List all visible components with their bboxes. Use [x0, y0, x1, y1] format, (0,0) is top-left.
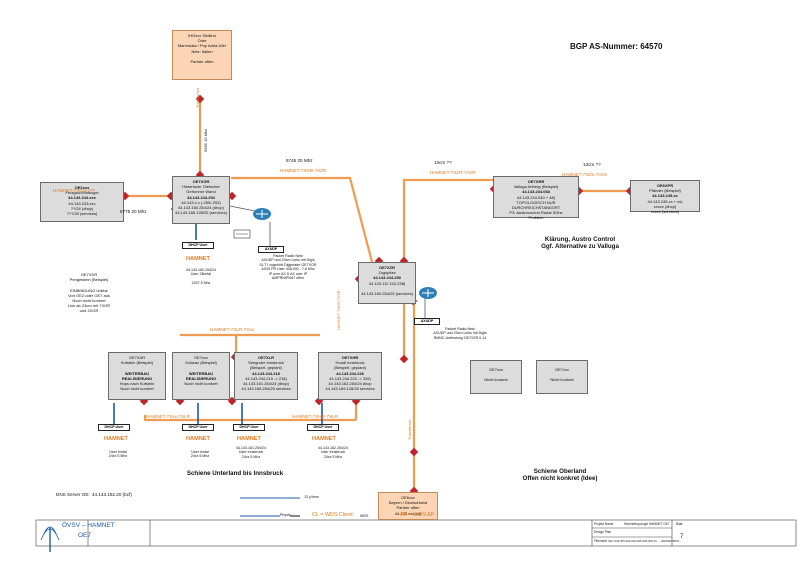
- dhcp-user-hr: DHCP User: [307, 424, 339, 431]
- label-7xgs-277: HAMNET-7XGS-277: [53, 188, 96, 193]
- dhcp-user-xx: DHCP User: [182, 424, 214, 431]
- sheet-label: Blatt: [676, 522, 683, 526]
- hamnet-lr: HAMNET: [237, 436, 261, 442]
- hamnet-hr: HAMNET: [312, 436, 336, 442]
- device-icon: [233, 229, 251, 239]
- legend-wds: WDS: [360, 514, 369, 518]
- axudp-gr: AXUDP: [258, 246, 284, 253]
- file-label: Filename: [594, 539, 608, 543]
- label-7xlr-7xxx: HAMNET-7XLR-7Xxx: [210, 327, 254, 332]
- hamnet-xx: HAMNET: [186, 436, 210, 442]
- label-transfer-top: Transferser: [195, 87, 200, 108]
- legend-ap: AP = WDS AP: [400, 512, 435, 518]
- router-icon: [253, 208, 271, 220]
- dns-ip: 44.143.152.20 (bcf): [92, 492, 132, 497]
- label-13cm-b: 13cm ??: [583, 162, 601, 167]
- page-number: 7: [680, 534, 684, 540]
- label-7xzs-7avs: HAMNET-7XZS-7AVS: [562, 172, 608, 177]
- antenna-logo-icon: [40, 526, 60, 552]
- label-7xxx-7xlr: HAMNET-7Xxx-7XLR: [146, 414, 190, 419]
- legend-phys: Physik: [280, 513, 291, 517]
- project-label: Projekt Name: [594, 522, 614, 526]
- label-7xhr-7xlr: HAMNET-7XHR-7XLR: [292, 414, 338, 419]
- legend-cl: CL = WDS Client: [312, 512, 353, 518]
- org-name: ÖVSV – HAMNET: [62, 522, 115, 529]
- label-7xzr-7avr: HAMNET-7XZR-7AVR: [430, 170, 476, 175]
- label-5665: 5665 10 Mhz: [203, 128, 208, 152]
- page-title: BGP AS-Nummer: 64570: [570, 42, 663, 51]
- link-zr-rr: [402, 178, 493, 262]
- router-icon: [419, 287, 437, 299]
- axudp-zr: AXUDP: [414, 318, 440, 325]
- label-13cm-a: 13cm ??: [434, 160, 452, 165]
- label-5775: 5775 20 Mhz: [120, 209, 147, 214]
- link-gr-zr: [231, 176, 374, 263]
- label-7xlr-7xzr: HAMNET-7XLR-7XZR: [336, 290, 341, 330]
- label-7xgb-7xzr: HAMNET-7XGB-7XZR: [280, 168, 327, 173]
- dns-label: DNS Server OE:: [56, 492, 90, 497]
- link-unterland-bottom: [143, 415, 356, 422]
- dhcp-user-gr: DHCP User: [182, 242, 214, 249]
- org-sub: OE7: [78, 532, 92, 539]
- legend-13: 13 y/Imm: [304, 495, 319, 499]
- design-label: Design Plan: [594, 530, 612, 534]
- file-value: OE7-003-005-003-004-005-006-009-01 ... H…: [608, 539, 682, 543]
- section-unterland: Schiene Unterland bis Innsbruck: [186, 470, 284, 477]
- dhcp-user-ar: DHCP User: [98, 424, 130, 431]
- hamnet-gr: HAMNET: [186, 256, 210, 262]
- hamnet-ar: HAMNET: [104, 436, 128, 442]
- dhcp-user-lr: DHCP User: [233, 424, 265, 431]
- project-value: Hamnettopologie HAMNET OE7: [624, 522, 670, 526]
- label-5745: 5745 20 Mhz: [286, 158, 313, 163]
- label-transfer-bottom: Transferser: [407, 419, 412, 440]
